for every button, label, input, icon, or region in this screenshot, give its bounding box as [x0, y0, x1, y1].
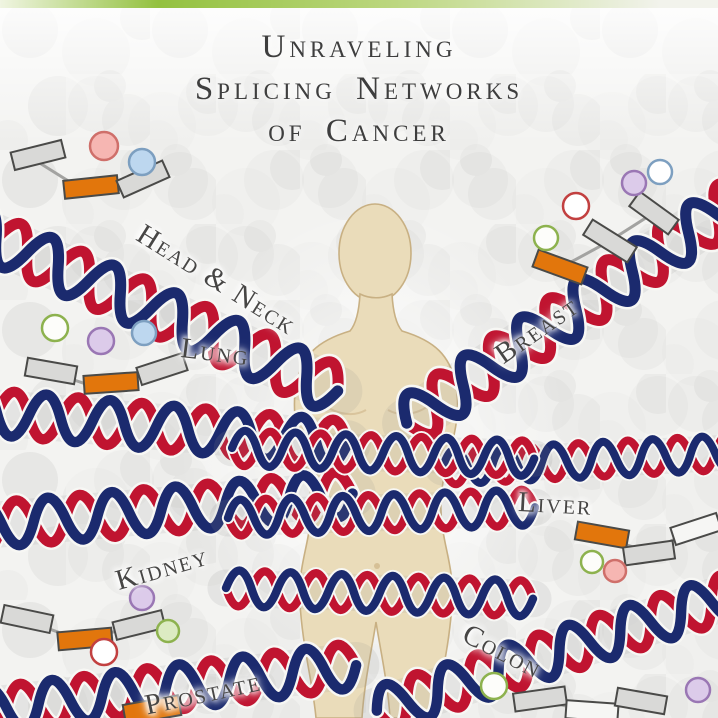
splicing-factor-circle: [620, 169, 648, 197]
splicing-factor-circle: [579, 549, 605, 575]
splicing-diagram-top-left: [9, 130, 171, 200]
exon-block: [627, 190, 681, 236]
exon-block: [511, 685, 569, 713]
splicing-factor-circle: [532, 224, 560, 252]
exon-block: [62, 174, 120, 200]
exon-block: [621, 539, 677, 567]
exon-block: [121, 694, 183, 718]
splicing-factor-circle: [89, 637, 119, 667]
splicing-factor-circle: [40, 313, 70, 343]
splicing-diagram-bottom-strip: [121, 694, 183, 718]
exon-block: [135, 351, 189, 387]
splicing-factor-circle: [602, 558, 628, 584]
exon-block: [669, 511, 718, 547]
exon-block: [531, 248, 589, 286]
dna-wrap-torso-3: [225, 570, 533, 617]
splicing-factor-circle: [684, 676, 712, 704]
top-accent-bar: [0, 0, 718, 8]
splicing-factor-circle: [130, 319, 158, 347]
splicing-diagram-mid-left: [23, 313, 189, 395]
splicing-factor-circle: [128, 584, 156, 612]
splicing-diagram-bottom-right: [479, 671, 712, 718]
exon-block: [82, 371, 140, 395]
label-liver: Liver: [517, 486, 594, 522]
dna-wrap-torso-1: [231, 430, 534, 476]
splicing-factor-circle: [155, 618, 181, 644]
exon-block: [573, 520, 631, 550]
title-line-1: Unraveling: [261, 29, 457, 65]
splicing-factor-circle: [88, 130, 120, 162]
page-title: Unraveling Splicing Networks of Cancer: [0, 26, 718, 152]
title-line-3: of Cancer: [268, 113, 450, 149]
body-head: [338, 203, 412, 303]
exon-block: [581, 218, 639, 264]
splicing-factor-circle: [127, 147, 157, 177]
splicing-diagram-bottom-left: [0, 584, 181, 667]
splicing-diagram-mid-right: [573, 511, 718, 584]
exon-block: [9, 138, 67, 172]
exon-block: [0, 603, 55, 635]
exon-block: [23, 356, 79, 386]
splicing-factor-circle: [561, 191, 591, 221]
dna-wrap-torso-2: [227, 489, 535, 536]
splicing-factor-circle: [86, 326, 116, 356]
title-line-2: Splicing Networks: [194, 71, 524, 107]
body-navel: [374, 563, 380, 569]
exon-block: [111, 609, 167, 641]
splicing-factor-circle: [479, 671, 509, 701]
exon-block: [613, 686, 669, 716]
splicing-factor-circle: [646, 158, 674, 186]
splicing-diagram-top-right: [531, 158, 681, 286]
exon-block: [564, 699, 620, 718]
